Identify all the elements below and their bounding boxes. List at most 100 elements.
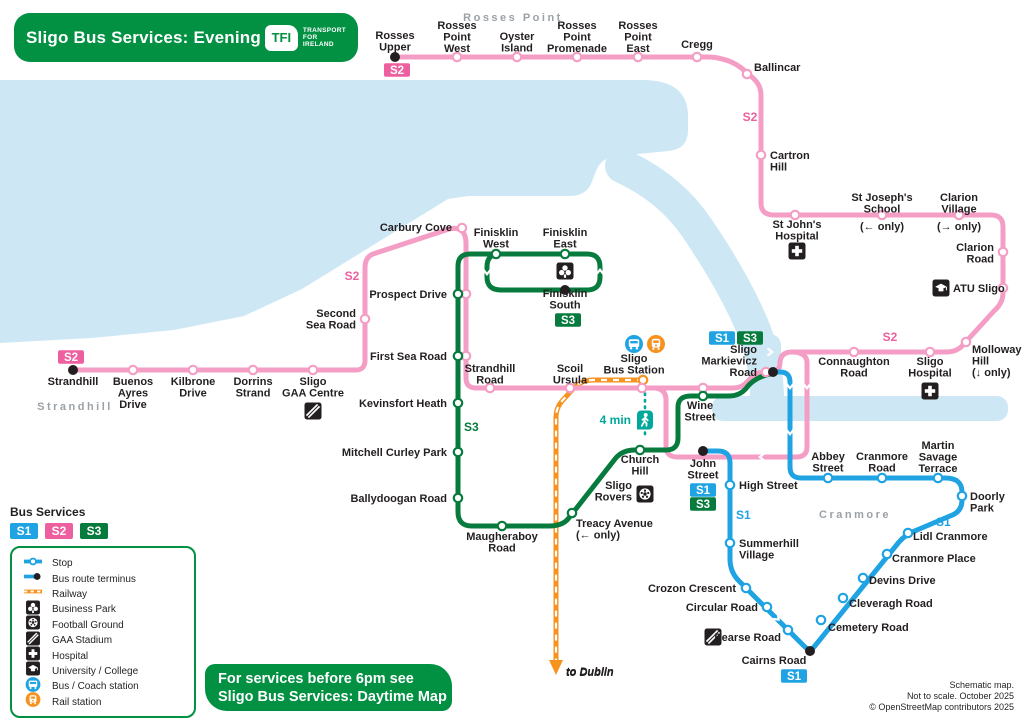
bus-stop bbox=[564, 382, 576, 394]
stop-kevinsfort-heath: Kevinsfort Heath bbox=[359, 398, 447, 410]
stop-crozon-crescent: Crozon Crescent bbox=[648, 583, 736, 595]
bus-stop bbox=[724, 537, 736, 549]
route-ref-s2-east: S2 bbox=[883, 330, 898, 344]
icon-plate bbox=[556, 262, 574, 280]
stop-prospect-drive: Prospect Drive bbox=[369, 289, 447, 301]
stop-icon bbox=[23, 557, 43, 566]
terminus-rosses-upper bbox=[390, 52, 400, 62]
legend-item-label: Hospital bbox=[52, 650, 89, 662]
bus-stop bbox=[740, 582, 752, 594]
legend-item-business: Business Park bbox=[20, 600, 188, 617]
rail-station-icon bbox=[647, 335, 665, 353]
garavogue-river-water bbox=[712, 396, 1008, 421]
badge-s2-rosses-upper: S2 bbox=[384, 63, 410, 77]
legend-item-gaa: GAA Stadium bbox=[20, 631, 188, 648]
legend-item-label: Rail station bbox=[52, 696, 102, 708]
stop-cemetery-road: Cemetery Road bbox=[828, 622, 909, 634]
bus-stop bbox=[452, 446, 464, 458]
bus-stop bbox=[953, 209, 965, 221]
tfi-logo: TFI TRANSPORT FOR IRELAND bbox=[264, 24, 346, 51]
atu-sligo-university-icon bbox=[932, 279, 950, 297]
terminus-icon bbox=[23, 573, 41, 581]
bus-stop bbox=[452, 350, 464, 362]
route-s3 bbox=[455, 251, 773, 529]
area-rosses-point: Rosses Point bbox=[463, 12, 563, 24]
stop-ballincar: Ballincar bbox=[754, 62, 801, 74]
bus-stop bbox=[815, 614, 827, 626]
tfi-logo-mark: TFI bbox=[264, 24, 298, 51]
direction-chevron bbox=[767, 347, 774, 357]
stop-ballydoogan-road: Ballydoogan Road bbox=[350, 493, 447, 505]
stop-circular-road: Circular Road bbox=[686, 602, 758, 614]
stop-lidl-cranmore: Lidl Cranmore bbox=[913, 531, 988, 543]
bus-stop bbox=[697, 390, 709, 402]
bus-stop bbox=[632, 51, 644, 63]
terminus-finisklin-south bbox=[560, 285, 570, 295]
railway-line bbox=[549, 377, 643, 675]
business-icon bbox=[26, 600, 40, 615]
legend-item-label: Football Ground bbox=[52, 619, 124, 631]
svg-text:S1: S1 bbox=[715, 333, 730, 345]
legend-badge-s3: S3 bbox=[80, 523, 108, 539]
bus-stop bbox=[359, 313, 371, 325]
bus-stop bbox=[724, 479, 736, 491]
direction-chevron bbox=[482, 269, 492, 276]
route-ref-s1-east: S1 bbox=[936, 515, 951, 529]
legend-item-bus-circle: Bus / Coach station bbox=[20, 676, 188, 694]
bus-stop bbox=[782, 624, 794, 636]
area-cranmore: Cranmore bbox=[819, 509, 891, 521]
legend-item-label: Railway bbox=[52, 588, 88, 600]
bus-stop bbox=[822, 472, 834, 484]
legend-item-label: GAA Stadium bbox=[52, 635, 113, 647]
stop-carbury-cove: Carbury Cove bbox=[380, 222, 452, 234]
bus-stop bbox=[857, 572, 869, 584]
svg-text:S2: S2 bbox=[390, 65, 404, 77]
finisklin-business-park-icon bbox=[556, 262, 574, 280]
badge-s2-strandhill: S2 bbox=[58, 350, 84, 364]
bus-stop bbox=[559, 248, 571, 260]
route-ref-s3: S3 bbox=[464, 420, 479, 434]
stop-mitchell-curley-park: Mitchell Curley Park bbox=[342, 447, 448, 459]
route-ref-s2-west: S2 bbox=[345, 269, 360, 283]
bus-stop bbox=[451, 51, 463, 63]
page-title: Sligo Bus Services: Evening bbox=[26, 27, 261, 47]
walk-link-icon bbox=[637, 410, 653, 430]
legend-item-university: University / College bbox=[20, 661, 188, 679]
legend-item-label: Bus route terminus bbox=[52, 573, 136, 585]
legend-item-hospital: Hospital bbox=[20, 646, 188, 663]
svg-text:S1: S1 bbox=[696, 485, 711, 497]
note-clarion-village: (→ only) bbox=[937, 221, 981, 233]
bus-stop bbox=[636, 382, 648, 394]
pearse-road-gaa-icon bbox=[704, 628, 722, 646]
svg-text:S2: S2 bbox=[64, 352, 78, 364]
bus-stop bbox=[761, 601, 773, 613]
railway-track bbox=[553, 377, 643, 660]
water-areas bbox=[0, 80, 1008, 421]
bus-stop bbox=[997, 282, 1009, 294]
direction-chevron bbox=[595, 268, 605, 275]
map-title-banner: Sligo Bus Services: Evening TFI TRANSPOR… bbox=[14, 13, 358, 62]
legend-item-label: Bus / Coach station bbox=[52, 681, 139, 693]
terminus-john-street bbox=[698, 446, 708, 456]
bus-stop bbox=[902, 527, 914, 539]
stop-high-street: High Street bbox=[739, 480, 798, 492]
bus-stop bbox=[924, 346, 936, 358]
